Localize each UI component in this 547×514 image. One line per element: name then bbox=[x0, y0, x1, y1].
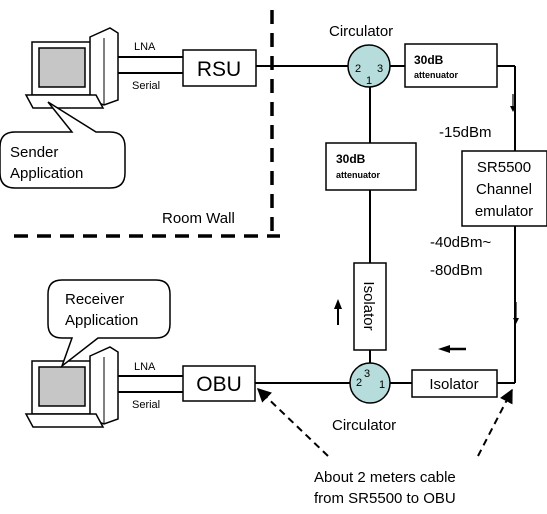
receiver-callout bbox=[47, 279, 171, 369]
isolator-vertical-label: Isolator bbox=[360, 281, 377, 330]
attenuator-middle-box bbox=[325, 142, 417, 191]
serial-bottom-label: Serial bbox=[132, 399, 160, 411]
channel-emulator-line3: emulator bbox=[475, 203, 533, 220]
receiver-callout-line2: Application bbox=[65, 312, 138, 329]
sender-computer-icon bbox=[24, 27, 119, 109]
channel-emulator-line2: Channel bbox=[476, 181, 532, 198]
circulator-bottom-port-3: 3 bbox=[364, 368, 370, 380]
isolator-vertical-box bbox=[353, 262, 387, 351]
obu-box bbox=[182, 365, 256, 402]
lna-top-label: LNA bbox=[134, 41, 156, 53]
circulator-top-label: Circulator bbox=[329, 23, 393, 40]
channel-emulator-line1: SR5500 bbox=[477, 159, 531, 176]
arrow-left-icon bbox=[438, 345, 466, 353]
arrow-down-icon bbox=[510, 94, 516, 112]
receiver-computer-icon bbox=[24, 346, 119, 428]
cable-note-line1: About 2 meters cable bbox=[314, 469, 456, 486]
circulator-top-port-3: 3 bbox=[377, 63, 383, 75]
obu-label: OBU bbox=[196, 373, 242, 396]
rsu-label: RSU bbox=[197, 58, 241, 81]
circulator-bottom-port-1: 1 bbox=[379, 379, 385, 391]
isolator-horizontal-box bbox=[411, 369, 498, 398]
circulator-top-port-1: 1 bbox=[366, 75, 372, 87]
arrow-up-icon bbox=[334, 299, 342, 325]
attenuator-middle-value: 30dB bbox=[336, 152, 366, 166]
channel-emulator-box bbox=[461, 150, 547, 227]
level-after-emulator-2: -80dBm bbox=[430, 262, 483, 279]
room-wall-label: Room Wall bbox=[162, 210, 235, 227]
attenuator-right-box bbox=[404, 43, 498, 88]
arrow-down-icon bbox=[513, 302, 519, 324]
attenuator-right-value: 30dB bbox=[414, 53, 444, 67]
receiver-callout-line1: Receiver bbox=[65, 291, 124, 308]
circulator-bottom-port-2: 2 bbox=[356, 377, 362, 389]
circulator-top bbox=[347, 44, 391, 88]
circulator-bottom bbox=[349, 362, 391, 404]
serial-top-label: Serial bbox=[132, 80, 160, 92]
sender-callout-line2: Application bbox=[10, 165, 83, 182]
wires bbox=[118, 56, 516, 393]
circulator-bottom-label: Circulator bbox=[332, 417, 396, 434]
attenuator-middle-sub: attenuator bbox=[336, 170, 381, 180]
isolator-horizontal-label: Isolator bbox=[429, 376, 478, 393]
level-before-emulator: -15dBm bbox=[439, 124, 492, 141]
cable-note-pointers bbox=[256, 388, 513, 457]
lna-bottom-label: LNA bbox=[134, 361, 156, 373]
attenuator-right-sub: attenuator bbox=[414, 70, 459, 80]
level-after-emulator-1: -40dBm~ bbox=[430, 234, 492, 251]
circulator-top-port-2: 2 bbox=[355, 63, 361, 75]
cable-note-line2: from SR5500 to OBU bbox=[314, 490, 456, 507]
sender-callout bbox=[0, 101, 126, 189]
room-wall bbox=[14, 10, 280, 238]
rsu-box bbox=[182, 49, 257, 87]
sender-callout-line1: Sender bbox=[10, 144, 58, 161]
